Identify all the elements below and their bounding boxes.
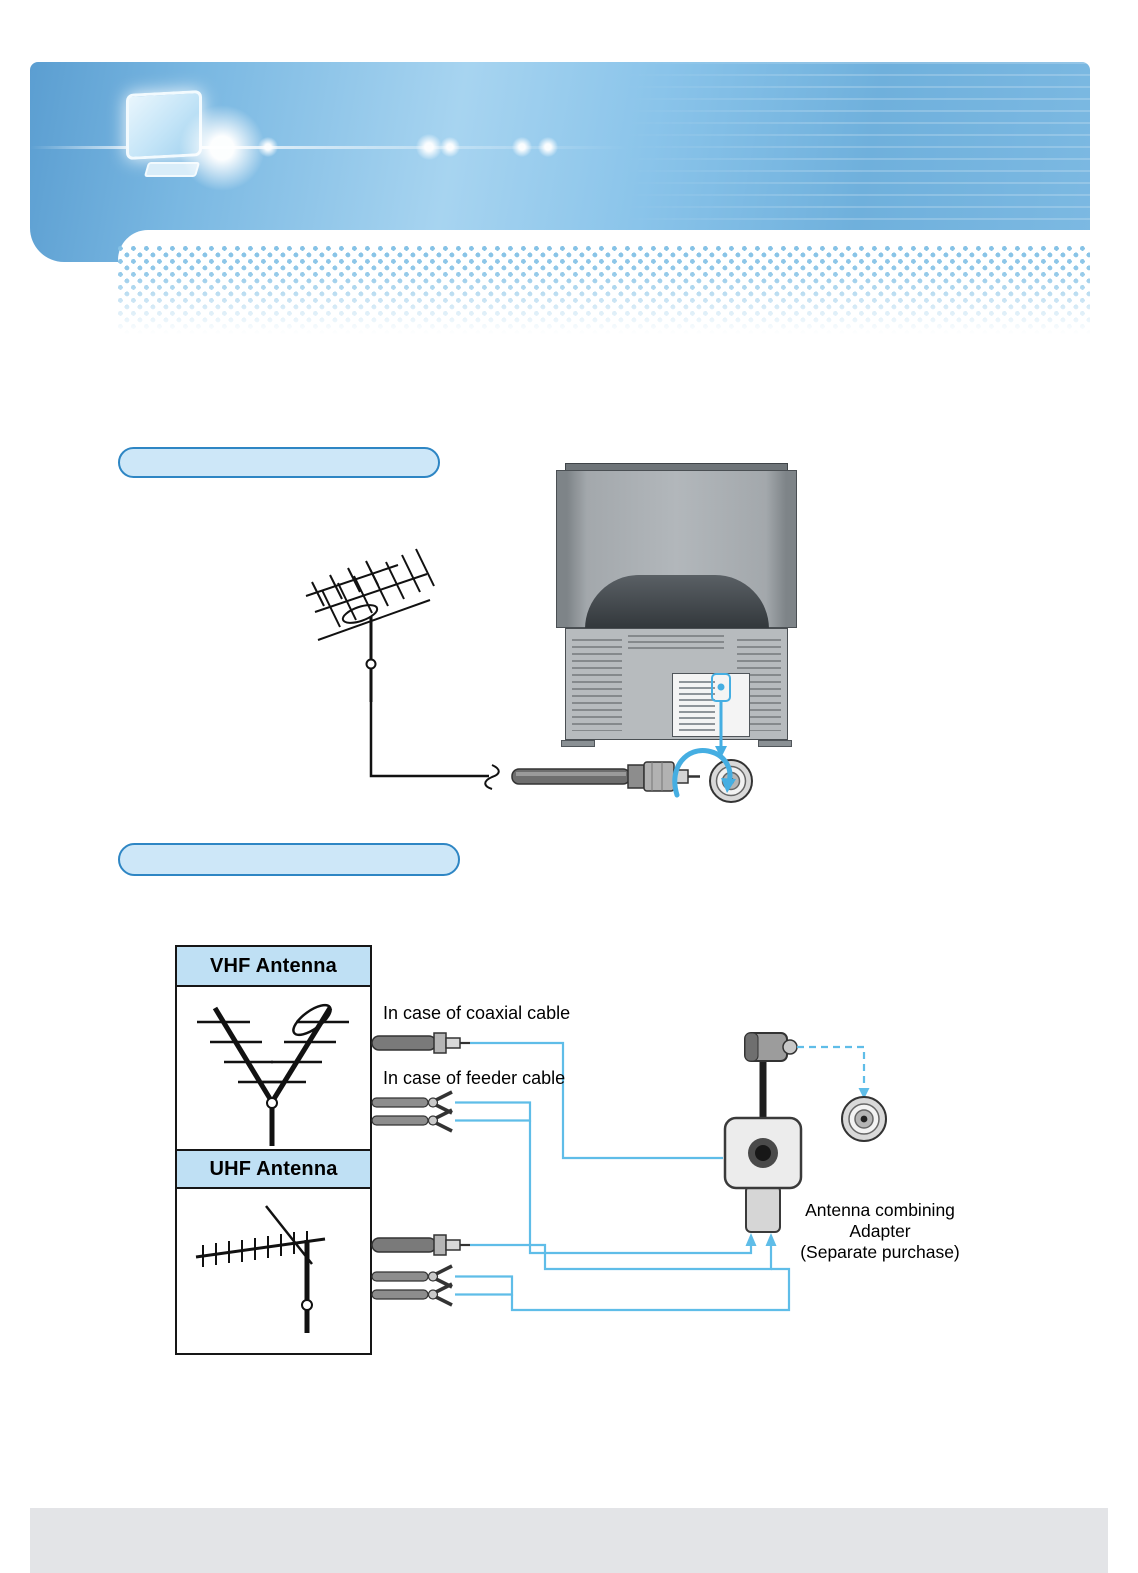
antenna-jack (709, 759, 753, 803)
antenna-lead-cable (369, 702, 500, 790)
adapter-caption-line: (Separate purchase) (800, 1242, 960, 1262)
coaxial-cable-connector (511, 761, 700, 792)
lens-flare-dot (416, 134, 442, 160)
uhf-antenna-header: UHF Antenna (177, 1149, 370, 1189)
footer-band (30, 1508, 1108, 1573)
tv-connector-panel (672, 673, 750, 737)
screw-twist-arrow (672, 748, 736, 798)
uhf-antenna-label: UHF Antenna (209, 1157, 338, 1180)
header-stripe-pattern (620, 62, 1090, 262)
adapter-caption: Antenna combining Adapter (Separate purc… (785, 1200, 975, 1263)
vent-slots (628, 635, 724, 653)
section-banner-1 (118, 447, 440, 478)
tv-foot (561, 740, 595, 747)
vhf-coax-connector (371, 1032, 470, 1054)
adapter-caption-line: Adapter (849, 1221, 911, 1241)
vent-slots (572, 639, 622, 731)
adapter-caption-line: Antenna combining (805, 1200, 955, 1220)
vhf-antenna-header: VHF Antenna (177, 947, 370, 987)
tv-rear-view-illustration (553, 463, 800, 753)
tv-rear-upper-cabinet (556, 470, 797, 629)
header-banner (30, 62, 1090, 262)
uhf-coax-connector (371, 1234, 470, 1256)
adapter-output-dashed-line (797, 1045, 870, 1099)
section-banner-2 (118, 843, 460, 876)
vhf-antenna-label: VHF Antenna (209, 954, 337, 977)
tv-rear-arch-shadow (585, 575, 769, 629)
lens-flare-glow (176, 102, 268, 194)
tv-rear-lower-cabinet (565, 628, 788, 740)
lens-flare-dot (512, 137, 532, 157)
connector-panel-detail (679, 681, 715, 731)
lens-flare-dot (440, 137, 460, 157)
wall-antenna-jack (841, 1096, 887, 1142)
lens-flare-streak (30, 146, 630, 149)
coaxial-cable-label: In case of coaxial cable (383, 1003, 571, 1023)
feeder-cable-label: In case of feeder cable (383, 1068, 566, 1088)
uhf-feeder-forks (371, 1264, 453, 1307)
lens-flare-dot (538, 137, 558, 157)
tv-monitor-icon (116, 86, 268, 206)
antenna-types-panel: VHF Antenna UHF Antenna (175, 945, 372, 1355)
vhf-feeder-forks (371, 1090, 453, 1133)
tv-foot (758, 740, 792, 747)
rooftop-antenna-illustration (305, 548, 435, 702)
halftone-dot-pattern (118, 246, 1090, 334)
